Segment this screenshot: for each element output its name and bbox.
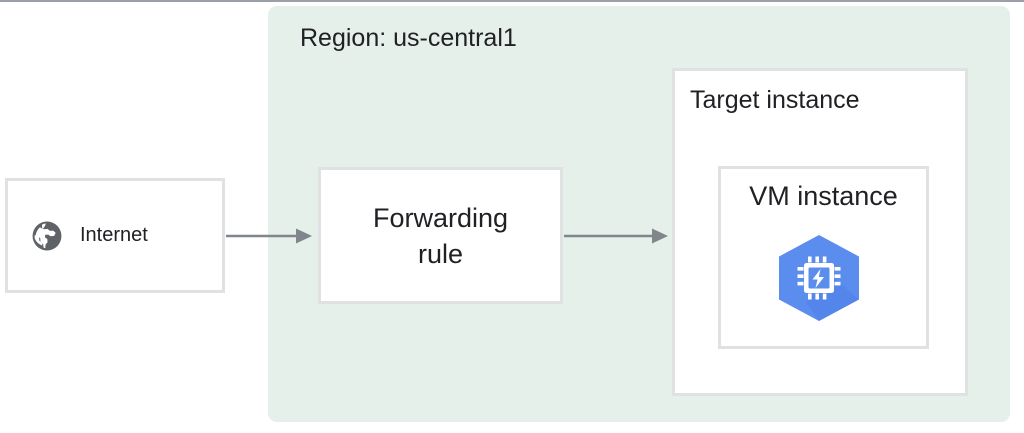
- node-internet[interactable]: Internet: [5, 178, 225, 293]
- top-divider-rule: [0, 0, 1024, 2]
- arrow-forwarding-rule-to-target-instance: [564, 224, 670, 248]
- vm-instance-label: VM instance: [749, 181, 898, 211]
- region-label: Region: us-central1: [300, 24, 517, 52]
- arrow-internet-to-forwarding-rule: [226, 224, 314, 248]
- globe-icon: [30, 219, 64, 253]
- compute-engine-icon: [769, 232, 869, 324]
- node-forwarding-rule[interactable]: Forwarding rule: [318, 167, 563, 304]
- internet-label: Internet: [80, 224, 148, 246]
- target-instance-label: Target instance: [690, 86, 860, 114]
- forwarding-rule-label: Forwarding rule: [372, 202, 509, 269]
